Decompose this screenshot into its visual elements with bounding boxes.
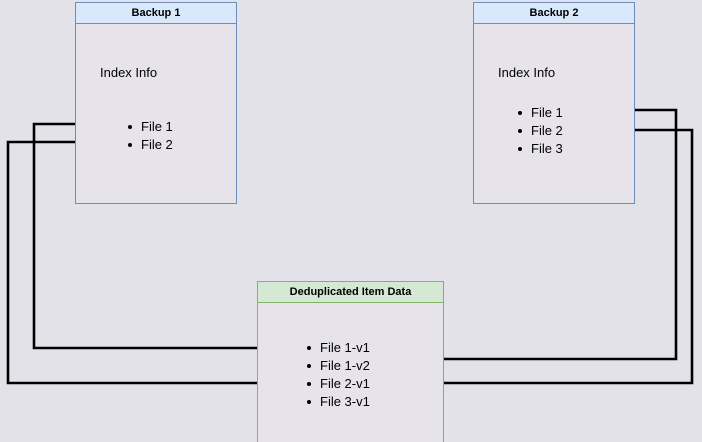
list-item: File 1	[128, 118, 173, 136]
node-deduplicated-item-data-body: File 1-v1 File 1-v2 File 2-v1 File 3-v1	[258, 303, 443, 442]
list-item: File 1	[518, 104, 563, 122]
node-backup-1-file-list: File 1 File 2	[128, 118, 173, 154]
list-item: File 1-v2	[307, 357, 370, 375]
list-item: File 3-v1	[307, 393, 370, 411]
node-backup-2-index-label: Index Info	[498, 65, 556, 80]
list-item: File 2	[128, 136, 173, 154]
list-item: File 1-v1	[307, 339, 370, 357]
node-deduplicated-item-data[interactable]: Deduplicated Item Data File 1-v1 File 1-…	[257, 281, 444, 442]
node-deduplicated-item-data-file-list: File 1-v1 File 1-v2 File 2-v1 File 3-v1	[307, 339, 370, 411]
node-backup-1-title: Backup 1	[76, 3, 236, 24]
list-item: File 2-v1	[307, 375, 370, 393]
node-backup-2-file-list: File 1 File 2 File 3	[518, 104, 563, 158]
list-item: File 3	[518, 140, 563, 158]
node-backup-1[interactable]: Backup 1 Index Info File 1 File 2	[75, 2, 237, 204]
node-backup-2-body: Index Info File 1 File 2 File 3	[474, 24, 634, 203]
node-backup-2[interactable]: Backup 2 Index Info File 1 File 2 File 3	[473, 2, 635, 204]
node-backup-1-body: Index Info File 1 File 2	[76, 24, 236, 203]
list-item: File 2	[518, 122, 563, 140]
node-backup-2-title: Backup 2	[474, 3, 634, 24]
node-backup-1-index-label: Index Info	[100, 65, 158, 80]
node-deduplicated-item-data-title: Deduplicated Item Data	[258, 282, 443, 303]
